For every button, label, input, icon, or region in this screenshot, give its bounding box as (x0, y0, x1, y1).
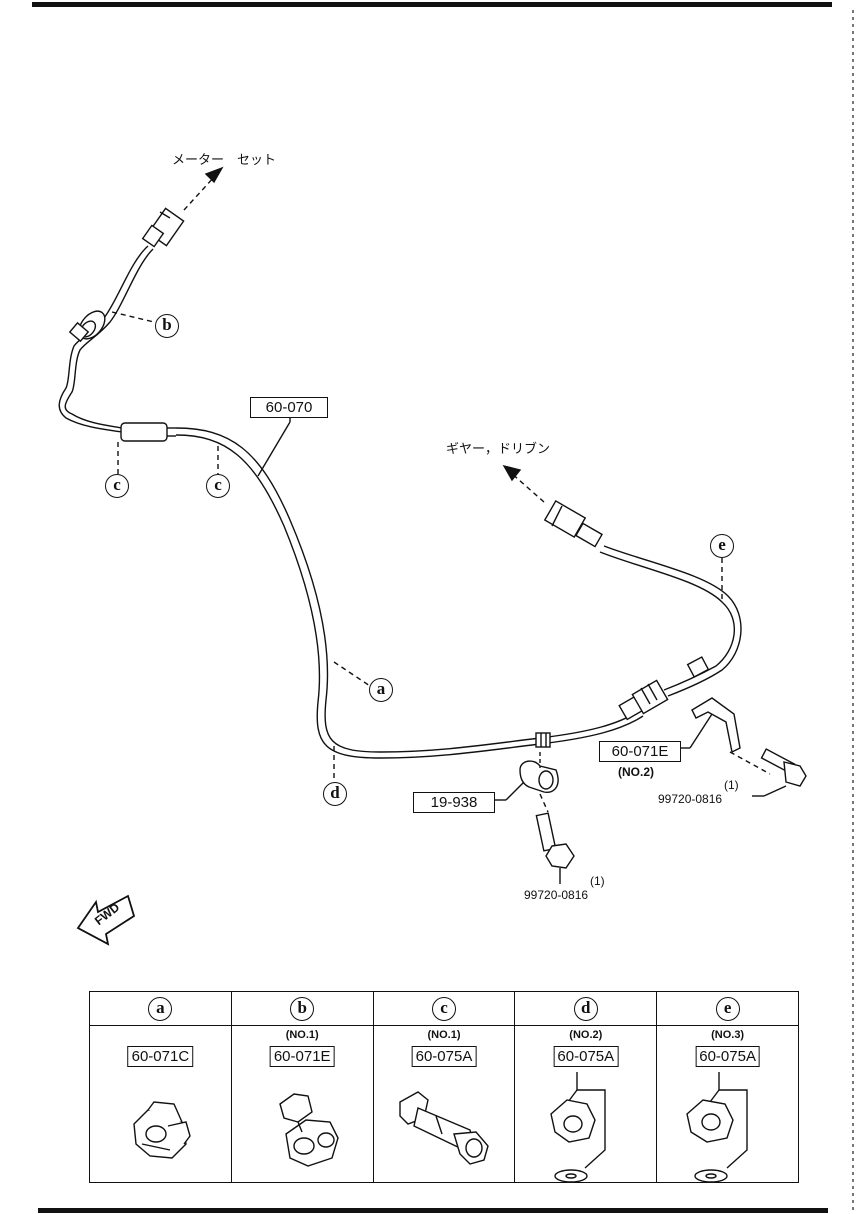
grommet (68, 310, 106, 343)
clamp (519, 760, 559, 793)
clamp-leader (505, 781, 525, 801)
callout-b: b (155, 314, 179, 338)
legend-part-a: 60-071C (127, 1046, 194, 1067)
small-ring (686, 656, 710, 678)
clip-e-drawing (686, 1072, 748, 1182)
legend-letter-b: b (290, 997, 315, 1021)
main-cable (175, 427, 644, 759)
page-edge (852, 10, 854, 1210)
bracket-note: (NO.2) (618, 765, 654, 779)
gear-connector (543, 500, 603, 548)
cable-part-number: 60-070 (250, 397, 328, 418)
bracket-part-number: 60-071E (599, 741, 681, 762)
legend-cell-c: (NO.1) 60-075A (372, 1025, 516, 1183)
legend-header-c: c (372, 991, 516, 1026)
callout-e: e (710, 534, 734, 558)
bolt-right-qty: (1) (724, 778, 739, 792)
top-rule (32, 2, 832, 7)
gear-arrow (509, 471, 545, 503)
lower-connector (618, 679, 669, 721)
legend-letter-c: c (431, 997, 456, 1021)
clamp-part-number: 19-938 (413, 792, 495, 813)
callout-d: d (323, 782, 347, 806)
legend-note-c: (NO.1) (427, 1029, 461, 1041)
legend-note-b: (NO.1) (285, 1029, 319, 1041)
fwd-arrow (76, 894, 136, 946)
sleeve (120, 422, 176, 442)
bracket (691, 697, 741, 754)
bolt-bottom (535, 812, 575, 869)
legend-cell-b: (NO.1) 60-071E (230, 1025, 374, 1183)
callout-c-left: c (105, 474, 129, 498)
legend-letter-e: e (715, 997, 740, 1021)
legend-header-a: a (89, 991, 232, 1026)
clip-a-drawing (133, 1101, 191, 1159)
legend-part-c: 60-075A (411, 1046, 477, 1067)
legend-part-e: 60-075A (695, 1046, 760, 1067)
legend-cell-a: 60-071C (89, 1025, 232, 1183)
upper-cable (58, 245, 154, 433)
legend-note-e: (NO.3) (711, 1029, 745, 1041)
legend-cell-d: (NO.2) 60-075A (514, 1025, 658, 1183)
clip-d-drawing (550, 1072, 607, 1182)
upper-connector (141, 207, 185, 248)
gear-driven-label: ギヤー，ドリブン (446, 441, 551, 456)
legend-letter-a: a (148, 997, 173, 1021)
cable-ring (535, 732, 551, 748)
bolt-bottom-part-number: 99720-0816 (524, 888, 589, 902)
callout-a: a (369, 678, 393, 702)
bolt-bottom-qty: (1) (590, 874, 605, 888)
bolt-right-leader (763, 785, 787, 797)
bolt-right-part-number: 99720-0816 (658, 792, 723, 806)
meter-set-label: メーター セット (172, 152, 277, 167)
meter-set-arrow (183, 166, 224, 211)
legend-letter-d: d (573, 997, 598, 1021)
callout-c-right: c (206, 474, 230, 498)
clip-b-drawing (278, 1093, 339, 1167)
bolt-right (760, 748, 807, 787)
bottom-rule (38, 1208, 828, 1213)
cable-part-leader (257, 421, 291, 477)
legend-part-d: 60-075A (553, 1046, 619, 1067)
legend-header-e: e (656, 991, 799, 1026)
clip-c-drawing (398, 1091, 489, 1165)
legend-header-d: d (514, 991, 658, 1026)
bracket-leader (689, 713, 713, 749)
legend-part-b: 60-071E (269, 1046, 335, 1067)
clip-legend-table: a b c d e 60-071C (NO.1) 60-071E (89, 991, 799, 1183)
right-cable (599, 545, 742, 697)
legend-header-b: b (230, 991, 374, 1026)
legend-cell-e: (NO.3) 60-075A (656, 1025, 799, 1183)
callout-b-leader (111, 311, 155, 323)
legend-note-d: (NO.2) (569, 1029, 603, 1041)
callout-a-leader (333, 661, 371, 687)
